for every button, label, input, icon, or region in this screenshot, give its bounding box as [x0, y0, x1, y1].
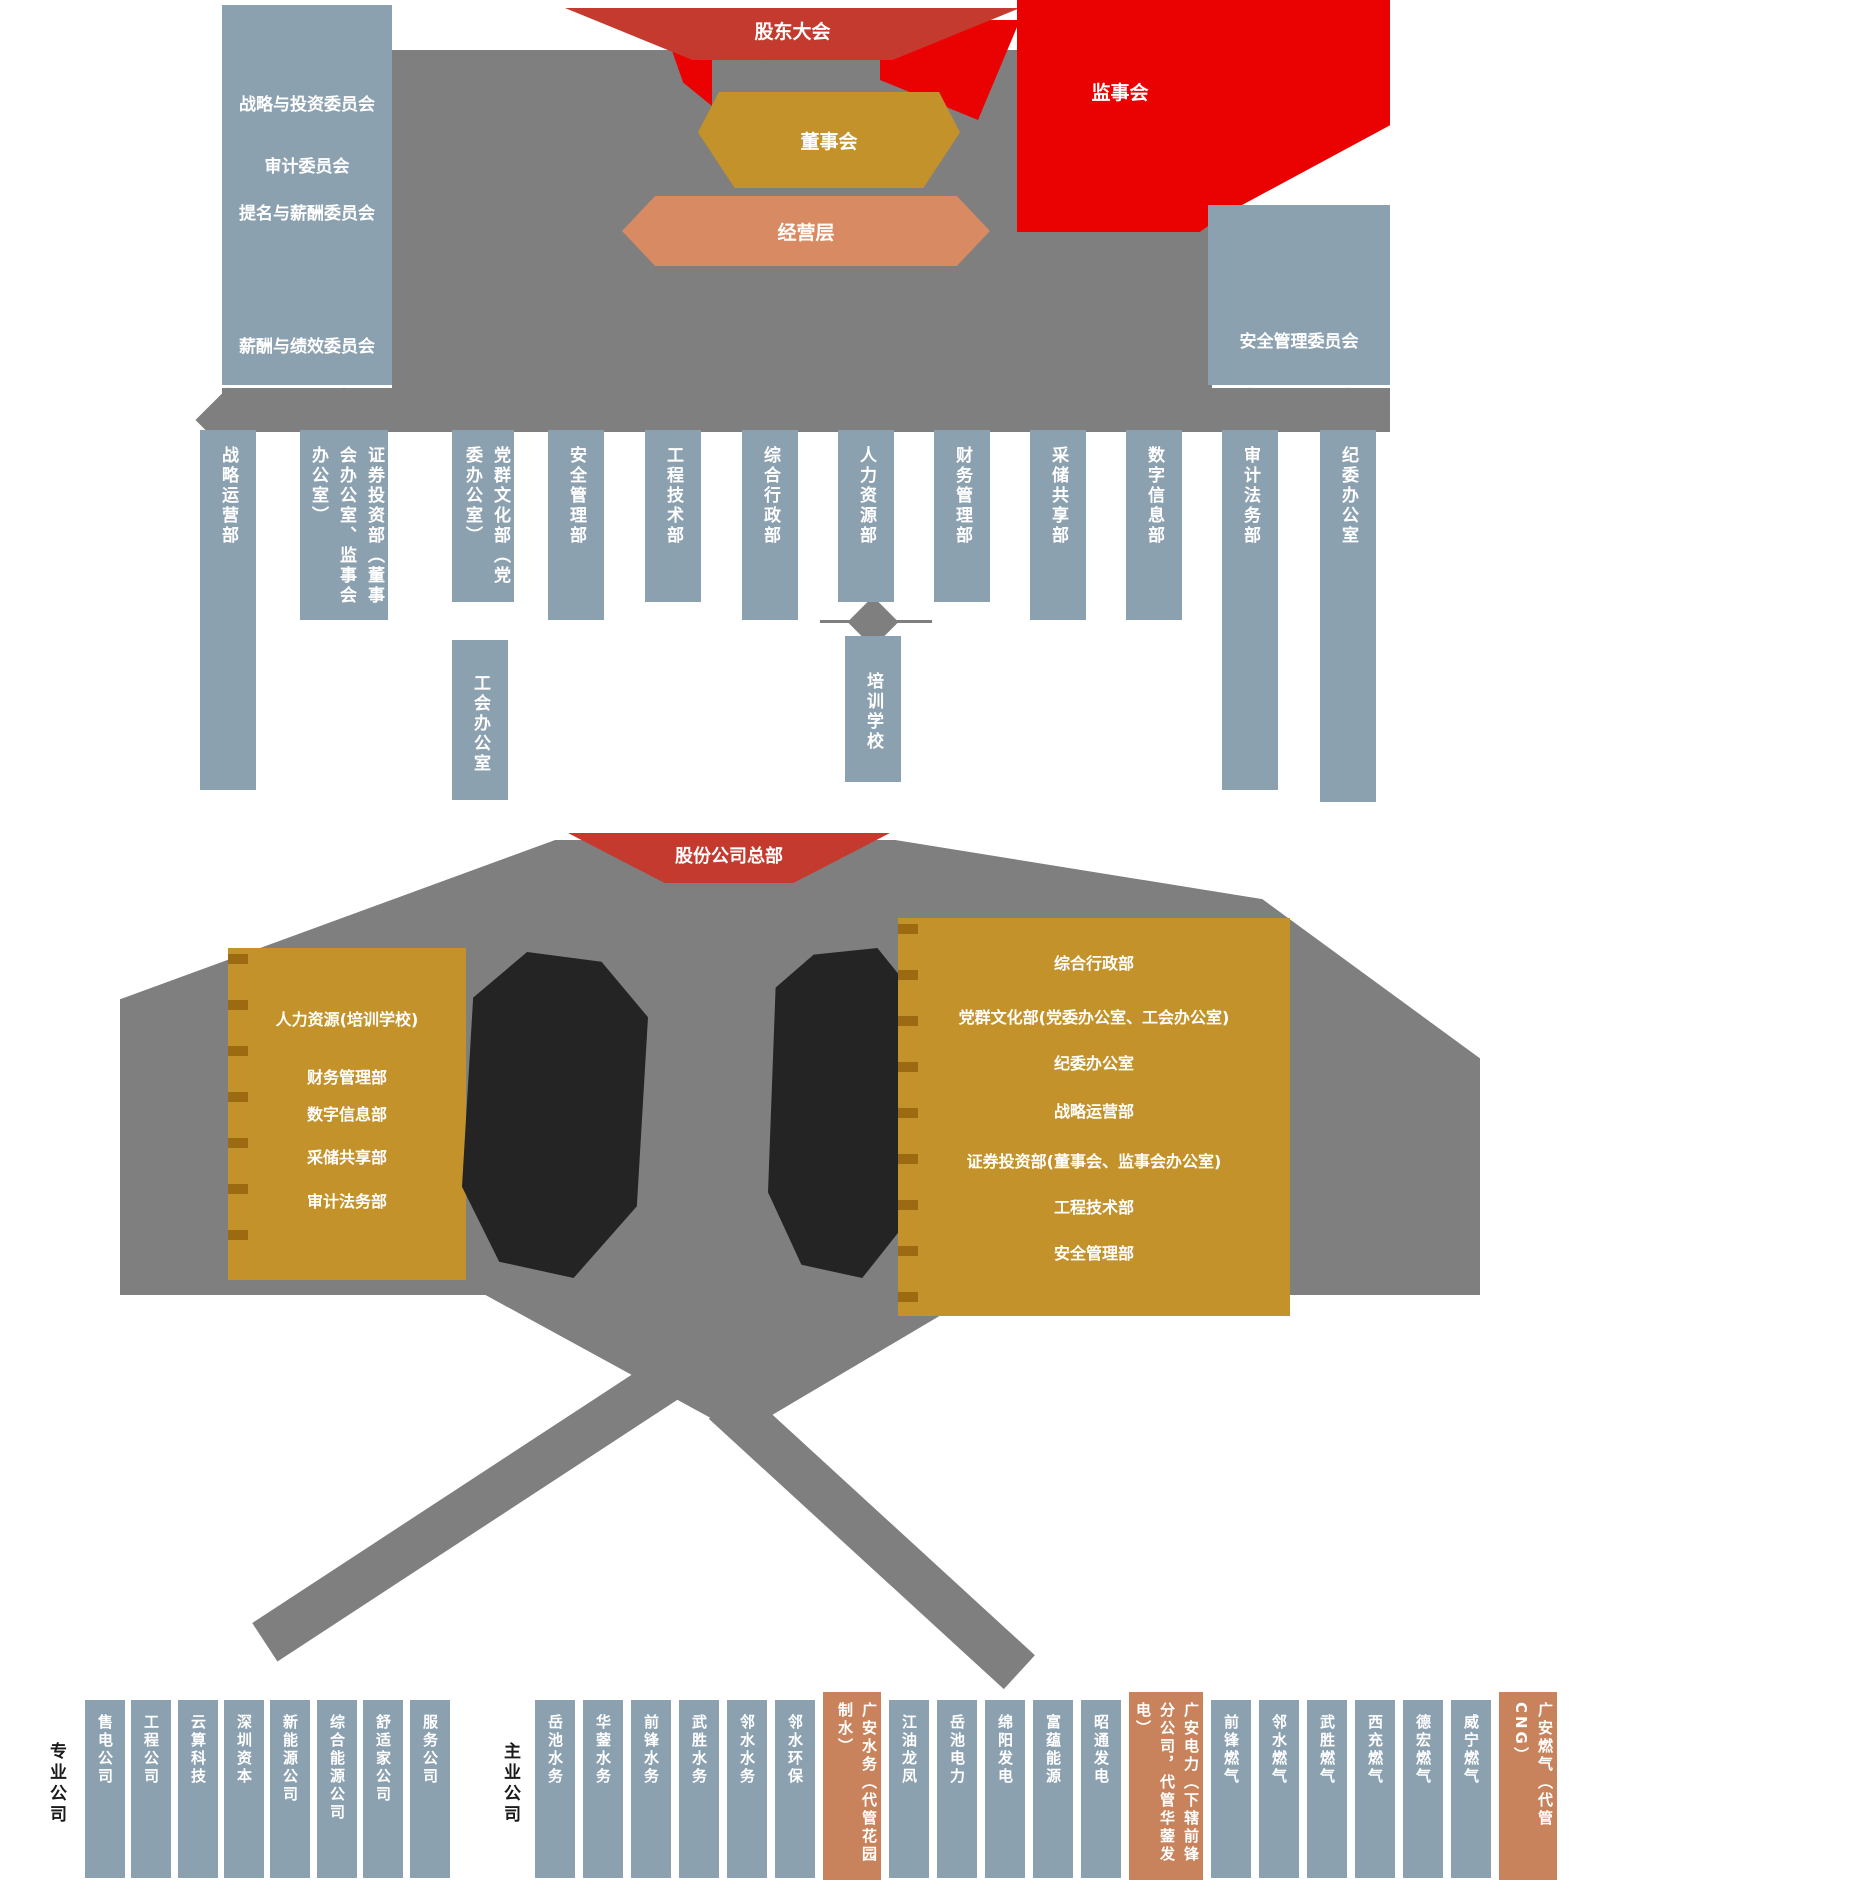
company-box: 邻水环保	[775, 1700, 815, 1878]
hq-department-label: 财务管理部	[306, 1068, 387, 1087]
hq-department-label: 审计法务部	[306, 1192, 387, 1211]
department-box: 党群文化部（党委办公室）	[452, 430, 514, 602]
company-box: 工程公司	[131, 1700, 171, 1878]
committee-label: 审计委员会	[264, 157, 350, 177]
company-box-highlighted: 广安水务（代管花园制水）	[823, 1692, 881, 1880]
hq-department-label: 工程技术部	[1053, 1198, 1134, 1217]
department-box: 纪委办公室	[1320, 430, 1376, 802]
company-box: 售电公司	[85, 1700, 125, 1878]
company-box: 综合能源公司	[317, 1700, 357, 1878]
company-box: 邻水水务	[727, 1700, 767, 1878]
hq-department-label: 战略运营部	[1053, 1102, 1134, 1121]
hq-right-departments-block: 综合行政部 党群文化部(党委办公室、工会办公室) 纪委办公室 战略运营部 证券投…	[898, 918, 1290, 1316]
company-box: 富蕴能源	[1033, 1700, 1073, 1878]
union-office-box: 工会办公室	[452, 640, 508, 800]
committee-label: 战略与投资委员会	[239, 95, 375, 115]
connector-diagonal-left	[252, 1346, 701, 1662]
committee-label: 安全管理委员会	[1239, 332, 1359, 352]
department-box: 数字信息部	[1126, 430, 1182, 620]
department-box: 人力资源部	[838, 430, 894, 602]
company-box: 前锋燃气	[1211, 1700, 1251, 1878]
supervisory-board-block: 监事会	[1017, 0, 1390, 232]
connector-strip-supervisory	[1186, 212, 1212, 390]
company-box: 威宁燃气	[1451, 1700, 1491, 1878]
main-companies-label: 主业公司	[500, 1742, 520, 1826]
dark-connector-shape-left	[462, 952, 648, 1278]
committee-column: 战略与投资委员会 审计委员会 提名与薪酬委员会 薪酬与绩效委员会	[222, 5, 392, 385]
department-box: 工程技术部	[645, 430, 701, 602]
company-box: 岳池电力	[937, 1700, 977, 1878]
hq-department-label: 人力资源(培训学校)	[275, 1010, 419, 1029]
company-box: 前锋水务	[631, 1700, 671, 1878]
company-box-highlighted: 广安燃气（代管CNG）	[1499, 1692, 1557, 1880]
company-box: 江油龙凤	[889, 1700, 929, 1878]
company-box: 华蓥水务	[583, 1700, 623, 1878]
department-box: 审计法务部	[1222, 430, 1278, 790]
department-box: 财务管理部	[934, 430, 990, 602]
board-of-directors-block: 董事会	[698, 92, 960, 188]
management-level-block: 经营层	[622, 196, 990, 266]
hq-banner: 股份公司总部	[568, 833, 890, 883]
connector-diagonal-right	[708, 1385, 1035, 1690]
company-box: 岳池水务	[535, 1700, 575, 1878]
hq-department-label: 纪委办公室	[1053, 1054, 1134, 1073]
professional-companies-label: 专业公司	[46, 1742, 66, 1826]
hq-department-label: 党群文化部(党委办公室、工会办公室)	[958, 1008, 1230, 1027]
department-box: 采储共享部	[1030, 430, 1086, 620]
company-box: 武胜燃气	[1307, 1700, 1347, 1878]
company-box: 新能源公司	[270, 1700, 310, 1878]
department-box: 安全管理部	[548, 430, 604, 620]
company-box: 邻水燃气	[1259, 1700, 1299, 1878]
company-box: 绵阳发电	[985, 1700, 1025, 1878]
committee-label: 薪酬与绩效委员会	[239, 337, 375, 357]
training-school-box: 培训学校	[845, 636, 901, 782]
company-box: 昭通发电	[1081, 1700, 1121, 1878]
hq-department-label: 数字信息部	[306, 1105, 387, 1124]
supervisory-board-label: 监事会	[1091, 82, 1149, 104]
company-box: 西充燃气	[1355, 1700, 1395, 1878]
company-box: 深圳资本	[224, 1700, 264, 1878]
company-box-highlighted: 广安电力（下辖前锋分公司，代管华蓥发电）	[1129, 1692, 1203, 1880]
company-box: 德宏燃气	[1403, 1700, 1443, 1878]
company-box: 云算科技	[178, 1700, 218, 1878]
hq-department-label: 证券投资部(董事会、监事会办公室)	[966, 1152, 1222, 1171]
safety-committee-column: 安全管理委员会	[1208, 205, 1390, 385]
company-box: 服务公司	[410, 1700, 450, 1878]
department-box: 战略运营部	[200, 430, 256, 790]
hq-left-departments-block: 人力资源(培训学校) 财务管理部 数字信息部 采储共享部 审计法务部	[228, 948, 466, 1280]
hq-department-label: 采储共享部	[306, 1148, 387, 1167]
company-box: 舒适家公司	[363, 1700, 403, 1878]
hq-department-label: 安全管理部	[1053, 1244, 1134, 1263]
department-box: 综合行政部	[742, 430, 798, 620]
hq-department-label: 综合行政部	[1053, 954, 1134, 973]
committee-label: 提名与薪酬委员会	[239, 204, 375, 224]
company-box: 武胜水务	[679, 1700, 719, 1878]
dark-connector-shape-right	[768, 948, 920, 1278]
department-box: 证券投资部（董事会办公室、监事会办公室）	[300, 430, 388, 620]
